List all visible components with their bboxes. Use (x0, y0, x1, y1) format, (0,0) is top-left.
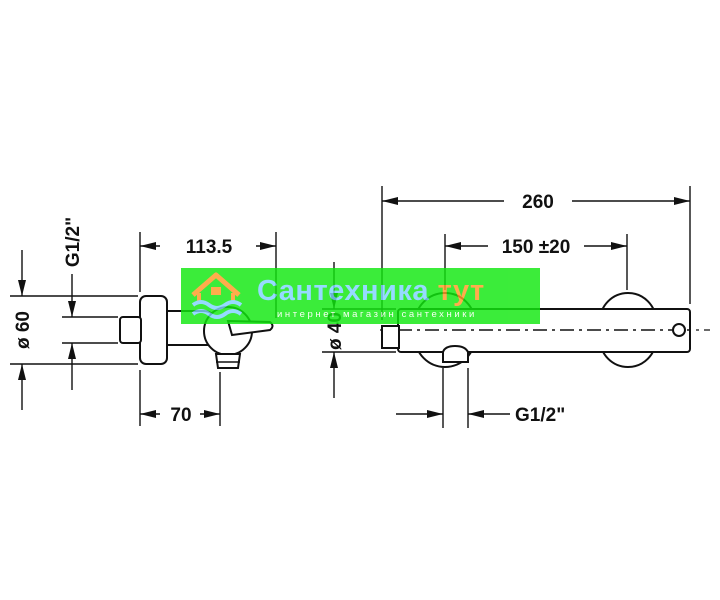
side-wall-disc (139, 295, 168, 365)
dim-70: 70 (170, 405, 191, 426)
dim-dia-60: ø 60 (13, 311, 34, 349)
front-view (380, 292, 710, 368)
watermark-title: Сантехника тут (257, 276, 485, 306)
dim-260: 260 (522, 192, 554, 213)
front-end-cap (381, 325, 400, 349)
dim-150: 150 ±20 (502, 237, 571, 258)
dim-g12-bottom: G1/2" (515, 405, 565, 426)
left-dimensions: 113.5 70 ø 60 G1/2" (10, 217, 277, 426)
watermark-subtitle: интернет магазин сантехники (277, 309, 477, 320)
side-connection-stub (119, 316, 142, 344)
dim-g12-left: G1/2" (63, 217, 84, 267)
dim-113-5: 113.5 (186, 237, 233, 258)
watermark-word-2: тут (437, 275, 485, 307)
watermark-banner: Сантехника тут интернет магазин сантехни… (181, 268, 540, 324)
side-spout (214, 353, 242, 369)
house-waves-icon (191, 272, 243, 319)
front-outlet (442, 344, 469, 363)
front-screw-hole (672, 323, 686, 337)
watermark-word-1: Сантехника (257, 275, 430, 307)
right-dimensions: 260 150 ±20 ø 40 G1/2" (322, 186, 691, 428)
